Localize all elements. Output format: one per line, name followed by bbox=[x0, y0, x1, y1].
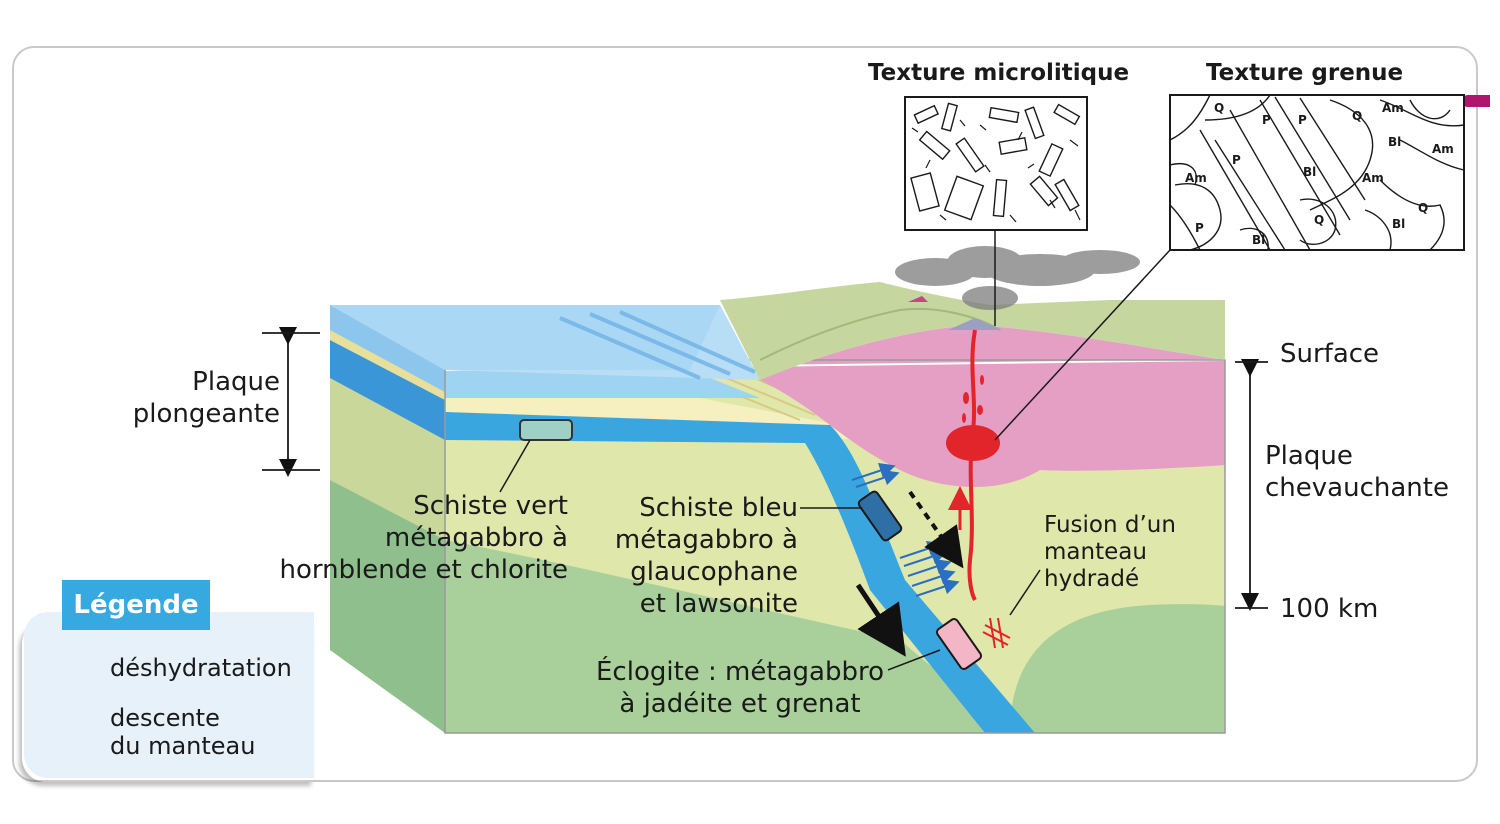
mineral-label: P bbox=[1195, 221, 1204, 235]
dehydration-arrows bbox=[851, 462, 960, 597]
schiste-vert-label: Schiste vert métagabbro à hornblende et … bbox=[279, 491, 568, 585]
legend-descente-label: descente du manteau bbox=[110, 704, 256, 760]
legend-title: Légende bbox=[62, 580, 210, 630]
figure-frame bbox=[12, 46, 1478, 782]
melting-zone-hatch bbox=[982, 617, 1011, 649]
page-tab-marker bbox=[1462, 95, 1490, 107]
mineral-label: Am bbox=[1185, 171, 1207, 185]
legend-deshydratation-label: déshydratation bbox=[110, 654, 292, 682]
mineral-label: Q bbox=[1214, 101, 1224, 115]
depth-100km-label: 100 km bbox=[1280, 594, 1379, 624]
mineral-label: Q bbox=[1352, 109, 1362, 123]
schiste-bleu-label: Schiste bleu métagabbro à glaucophane et… bbox=[614, 493, 798, 619]
mineral-label: P bbox=[1262, 113, 1271, 127]
texture-grenue-panel: Q P Q Am Bl Am P Bl Am Am P Q Q Bl P Bl bbox=[1169, 94, 1465, 251]
mineral-label: Am bbox=[1432, 142, 1454, 156]
texture-grenue-title: Texture grenue bbox=[1206, 60, 1404, 86]
magma-conduit bbox=[946, 329, 1000, 602]
plaque-plongeante-range bbox=[262, 327, 320, 477]
volcanic-plume bbox=[895, 246, 1140, 310]
mineral-label: Q bbox=[1418, 201, 1428, 215]
block-left-face bbox=[330, 305, 445, 733]
schiste-vert-sample bbox=[519, 419, 573, 441]
mineral-label: P bbox=[1232, 153, 1241, 167]
schiste-bleu-sample bbox=[857, 490, 903, 542]
mineral-label: Bl bbox=[1303, 165, 1316, 179]
legend-panel bbox=[24, 612, 314, 778]
mineral-label: Bl bbox=[1392, 217, 1405, 231]
plaque-chevauchante-range bbox=[1235, 359, 1268, 611]
plate-descent-arrow bbox=[855, 583, 906, 657]
fusion-manteau-label: Fusion d’un manteau hydradé bbox=[1044, 512, 1176, 592]
mineral-label: Am bbox=[1382, 101, 1404, 115]
mineral-label: Bl bbox=[1252, 233, 1265, 247]
mineral-label: P bbox=[1298, 113, 1307, 127]
texture-microlitique-panel bbox=[904, 96, 1088, 231]
surface-label: Surface bbox=[1280, 339, 1380, 369]
plaque-plongeante-label: Plaque plongeante bbox=[132, 367, 280, 429]
plaque-chevauchante-label: Plaque chevauchante bbox=[1265, 441, 1449, 503]
eclogite-sample bbox=[935, 618, 983, 670]
block-front-face bbox=[444, 325, 1226, 734]
mineral-label: Q bbox=[1314, 213, 1324, 227]
texture-microlitique-title: Texture microlitique bbox=[868, 60, 1130, 86]
mineral-label: Bl bbox=[1388, 135, 1401, 149]
grenue-mineral-labels: Q P Q Am Bl Am P Bl Am Am P Q Q Bl P Bl bbox=[1185, 101, 1454, 247]
eclogite-label: Éclogite : métagabbro à jadéite et grena… bbox=[596, 657, 884, 719]
mineral-label: Am bbox=[1362, 171, 1384, 185]
block-top-face bbox=[330, 282, 1225, 380]
magma-chamber bbox=[946, 425, 1000, 461]
